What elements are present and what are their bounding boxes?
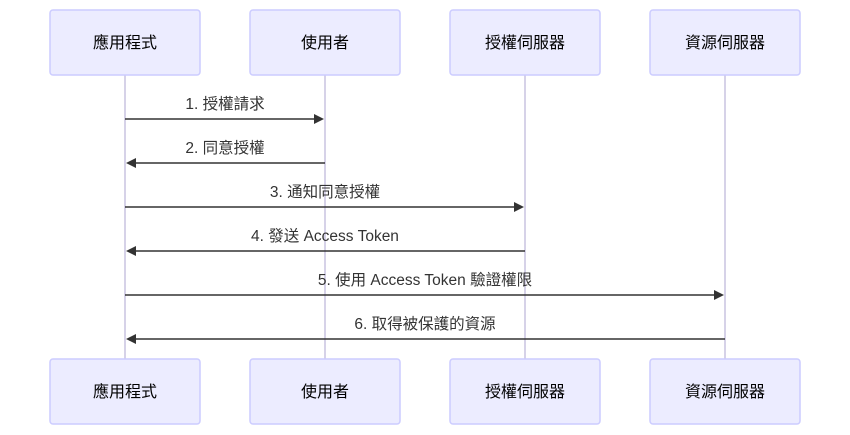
actor-label: 授權伺服器	[485, 34, 565, 52]
actor-label: 使用者	[301, 34, 349, 52]
arrowhead-icon	[126, 246, 136, 256]
actor-label: 使用者	[301, 383, 349, 401]
message-label: 3. 通知同意授權	[270, 182, 380, 201]
actor-label: 授權伺服器	[485, 383, 565, 401]
actor-box	[449, 9, 601, 76]
actors-bottom: 應用程式 使用者 授權伺服器 資源伺服器	[49, 358, 801, 425]
message-4: 4. 發送 Access Token	[126, 227, 525, 256]
actor-label: 應用程式	[93, 382, 157, 401]
actor-box	[649, 9, 801, 76]
actor-app-bottom: 應用程式	[49, 358, 201, 425]
arrowhead-icon	[126, 158, 136, 168]
message-label: 5. 使用 Access Token 驗證權限	[318, 271, 532, 289]
arrowhead-icon	[514, 202, 524, 212]
arrowhead-icon	[126, 334, 136, 344]
arrowhead-icon	[314, 114, 324, 124]
message-5: 5. 使用 Access Token 驗證權限	[125, 271, 724, 300]
actor-label: 資源伺服器	[685, 34, 765, 52]
actor-label: 應用程式	[93, 33, 157, 52]
actor-resource-bottom: 資源伺服器	[649, 358, 801, 425]
actor-box	[449, 358, 601, 425]
actor-app-top: 應用程式	[49, 9, 201, 76]
message-3: 3. 通知同意授權	[125, 182, 524, 212]
actor-box	[249, 358, 401, 425]
actor-auth-bottom: 授權伺服器	[449, 358, 601, 425]
actor-box	[49, 358, 201, 425]
message-2: 2. 同意授權	[126, 138, 325, 168]
actor-user-top: 使用者	[249, 9, 401, 76]
actor-box	[249, 9, 401, 76]
actor-resource-top: 資源伺服器	[649, 9, 801, 76]
message-label: 1. 授權請求	[185, 95, 264, 113]
lifelines	[124, 75, 726, 359]
message-label: 4. 發送 Access Token	[251, 227, 399, 245]
actor-user-bottom: 使用者	[249, 358, 401, 425]
actor-auth-top: 授權伺服器	[449, 9, 601, 76]
message-label: 6. 取得被保護的資源	[354, 315, 495, 333]
message-1: 1. 授權請求	[125, 95, 324, 124]
actor-box	[649, 358, 801, 425]
arrowhead-icon	[714, 290, 724, 300]
message-label: 2. 同意授權	[185, 138, 264, 157]
actors-top: 應用程式 使用者 授權伺服器 資源伺服器	[49, 9, 801, 76]
message-6: 6. 取得被保護的資源	[126, 315, 725, 344]
actor-box	[49, 9, 201, 76]
messages: 1. 授權請求 2. 同意授權 3. 通知同意授權 4. 發送 Access Toke…	[125, 95, 725, 344]
actor-label: 資源伺服器	[685, 383, 765, 401]
